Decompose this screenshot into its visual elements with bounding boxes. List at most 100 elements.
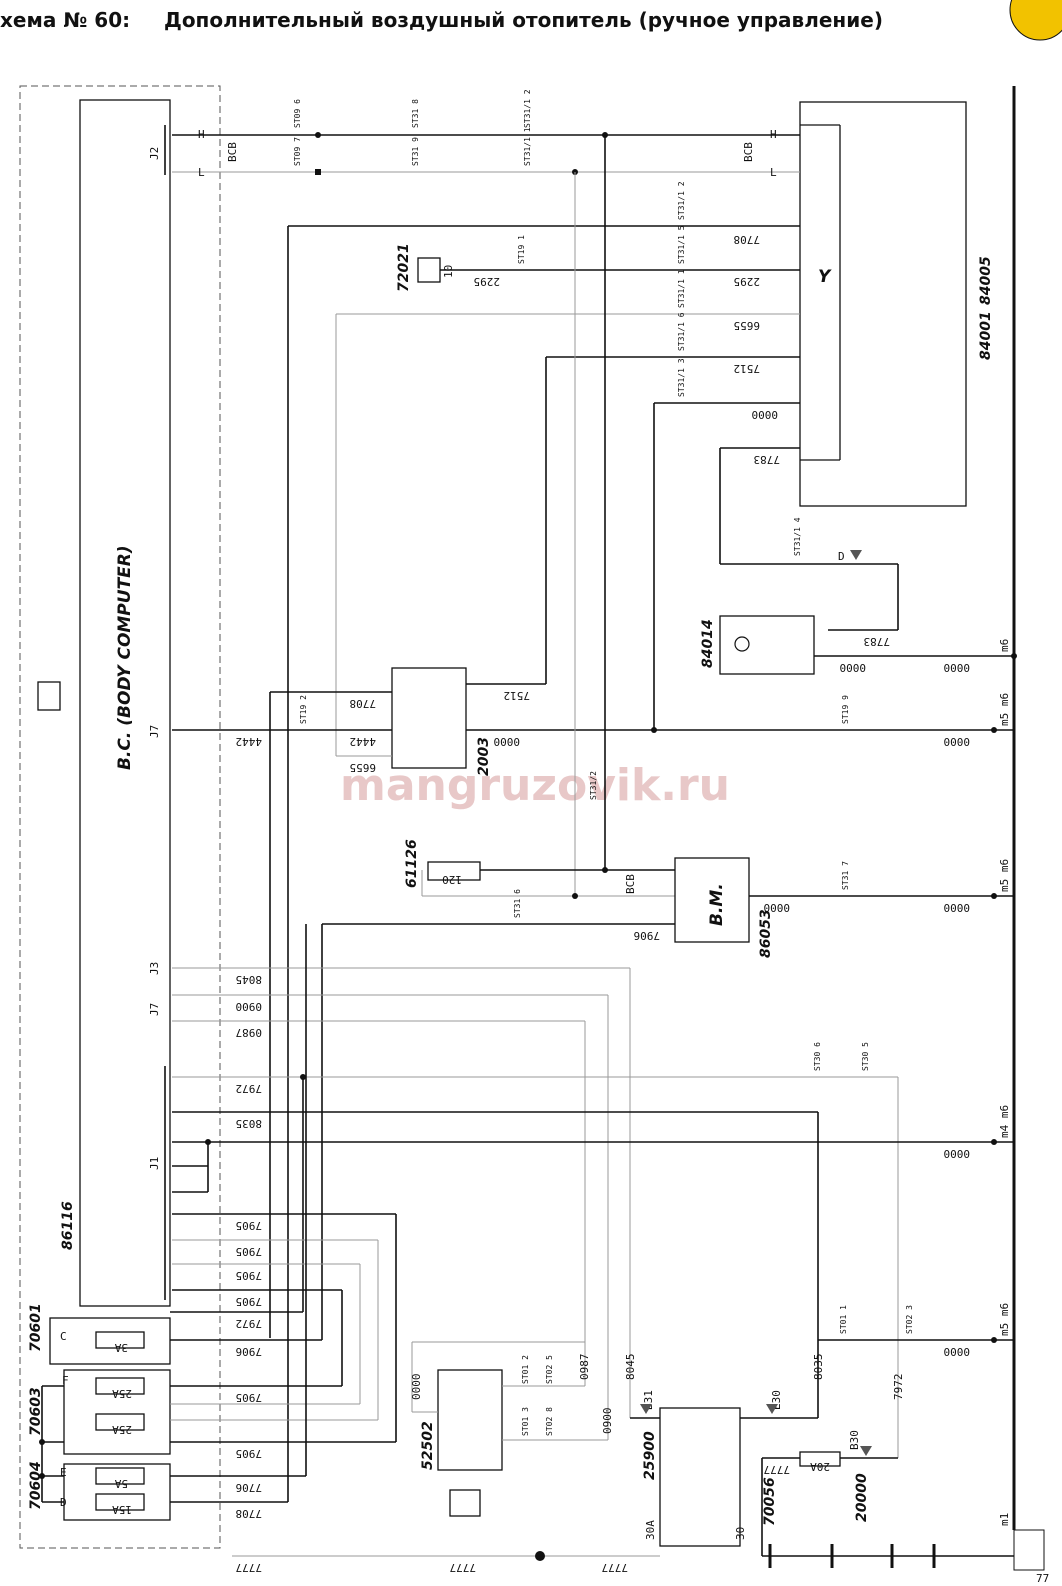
wire-7972-fuse20: 7972 [892, 1374, 905, 1401]
antenna-icon: Y [818, 267, 832, 287]
pin-h-left: H [198, 128, 205, 141]
switch-module-2003 [391, 667, 467, 769]
wire-0900: 0900 [236, 1000, 263, 1013]
pin-30: 30 [734, 1527, 747, 1540]
bm-code: 86053 [758, 909, 774, 958]
wire-0000-temp: 0000 [840, 661, 867, 674]
wire-0000-j1: 0000 [944, 1147, 971, 1160]
pin-l-left: L [198, 166, 205, 179]
splice-st09-7: ST09 7 [293, 137, 302, 166]
thermo-icon [734, 636, 750, 652]
splice-st31-1-1: ST31/1 1 [523, 127, 532, 166]
wire-7777-a: 7777 [236, 1561, 263, 1574]
wire-7777-fuse: 7777 [764, 1463, 791, 1476]
sensor-code: 72021 [396, 243, 412, 292]
pin-e: E [60, 1466, 67, 1479]
fuse-box-70603 [63, 1369, 171, 1455]
ground-m4m6: m4 m6 [998, 1105, 1011, 1138]
wire-8045: 8045 [236, 973, 263, 986]
splice-st19-9: ST19 9 [841, 695, 850, 724]
fuse-15a-label: 15A [112, 1503, 132, 1516]
splice-st31-9: ST31 9 [411, 137, 420, 166]
splice-st31-2: ST31/2 [589, 771, 598, 800]
splice-st31-7: ST31 7 [841, 861, 850, 890]
wire-0987: 0987 [236, 1026, 263, 1039]
wire-0987-ign: 0987 [578, 1354, 591, 1381]
splice-st19-2: ST19 2 [299, 695, 308, 724]
scheme-number: хема № 60: [0, 8, 131, 32]
ignition-switch-code: 52502 [420, 1421, 436, 1470]
wire-0900-ign: 0900 [601, 1408, 614, 1435]
splice-st19-1: ST19 1 [517, 235, 526, 264]
splice-st09-6: ST09 6 [293, 99, 302, 128]
fuse-3a-label: 3A [114, 1341, 128, 1354]
wire-2295-left: 2295 [474, 275, 501, 288]
wire-7708-switch: 7708 [350, 697, 377, 710]
wire-0000-st01: 0000 [944, 1345, 971, 1358]
wire-7512-top: 7512 [734, 362, 761, 375]
wire-7905-f: 7905 [236, 1447, 263, 1460]
wire-4442-right: 4442 [350, 735, 377, 748]
bm-module-86053 [674, 857, 750, 943]
sensor-pin: 10 [442, 265, 455, 278]
ground-m5m6-c: m5 m6 [998, 1303, 1011, 1336]
wire-6655-top: 6655 [734, 319, 761, 332]
splice-st02-8: ST02 8 [545, 1407, 554, 1436]
fuse-5a [95, 1467, 145, 1485]
splice-st31-1-10: ST31/1 1 [677, 269, 686, 308]
bcb-right: BCB [742, 142, 755, 162]
pin-l-right: L [770, 166, 777, 179]
splice-st31-6: ST31 6 [513, 889, 522, 918]
bcb-bm: BCB [624, 874, 637, 894]
wire-4442-left: 4442 [236, 735, 263, 748]
wire-8045-relay: 8045 [624, 1354, 637, 1381]
splice-st31-8: ST31 8 [411, 99, 420, 128]
fuse-3a [95, 1331, 145, 1349]
ground-symbol-icon [37, 681, 61, 711]
ground-m1: m1 [998, 1513, 1011, 1526]
wire-2295-right: 2295 [734, 275, 761, 288]
logo-gear-icon [1009, 0, 1062, 41]
page-number: 77 [1036, 1572, 1049, 1585]
splice-st30-5: ST30 5 [861, 1042, 870, 1071]
fuse-20a-label: 20A [810, 1460, 830, 1473]
title-bar: хема № 60: Дополнительный воздушный отоп… [0, 0, 1062, 44]
resistor-value: 120 [442, 873, 462, 886]
bm-label: B.M. [707, 883, 727, 926]
connector-j1: J1 [148, 1157, 161, 1170]
wire-7905-e: 7905 [236, 1391, 263, 1404]
wire-7777-c: 7777 [602, 1561, 629, 1574]
pin-c: C [60, 1330, 67, 1343]
fuse-25a-2-label: 25A [112, 1423, 132, 1436]
fuse-25a-1-label: 25A [112, 1387, 132, 1400]
splice-st31-1-2: ST31/1 2 [523, 89, 532, 128]
pin-f: F [62, 1374, 69, 1387]
body-computer-label: B.C. (BODY COMPUTER) [115, 545, 135, 770]
resistor-code: 61126 [404, 839, 420, 888]
wire-7905-c: 7905 [236, 1269, 263, 1282]
wire-7706: 7706 [236, 1481, 263, 1494]
temperature-switch-84014 [719, 615, 815, 675]
body-computer-block [79, 99, 171, 1307]
pin-30a: 30A [644, 1520, 657, 1540]
fuse-box-70604-code: 70604 [28, 1461, 44, 1510]
relay-code: 25900 [642, 1431, 658, 1480]
body-computer-enclosure [19, 85, 221, 1549]
ground-m5m6-b: m5 m6 [998, 859, 1011, 892]
wire-0000-bm-b: 0000 [944, 901, 971, 914]
scheme-title: Дополнительный воздушный отопитель (ручн… [164, 8, 883, 32]
key-icon [449, 1489, 481, 1517]
fuse-20a-code: 70056 [762, 1477, 778, 1526]
temp-switch-code: 84014 [700, 619, 716, 668]
wire-0000-bm: 0000 [764, 901, 791, 914]
ground-hatch [1013, 1529, 1045, 1571]
fuse-15a [95, 1493, 145, 1511]
splice-st31-1-6: ST31/1 6 [677, 312, 686, 351]
wire-7905-a: 7905 [236, 1219, 263, 1232]
fuse-5a-label: 5A [114, 1477, 128, 1490]
splice-st02-3: ST02 3 [905, 1305, 914, 1334]
splice-st31-1-4: ST31/1 4 [793, 517, 802, 556]
wire-7512-switch: 7512 [504, 689, 531, 702]
wire-7777-b: 7777 [450, 1561, 477, 1574]
connector-j2: J2 [148, 147, 161, 160]
